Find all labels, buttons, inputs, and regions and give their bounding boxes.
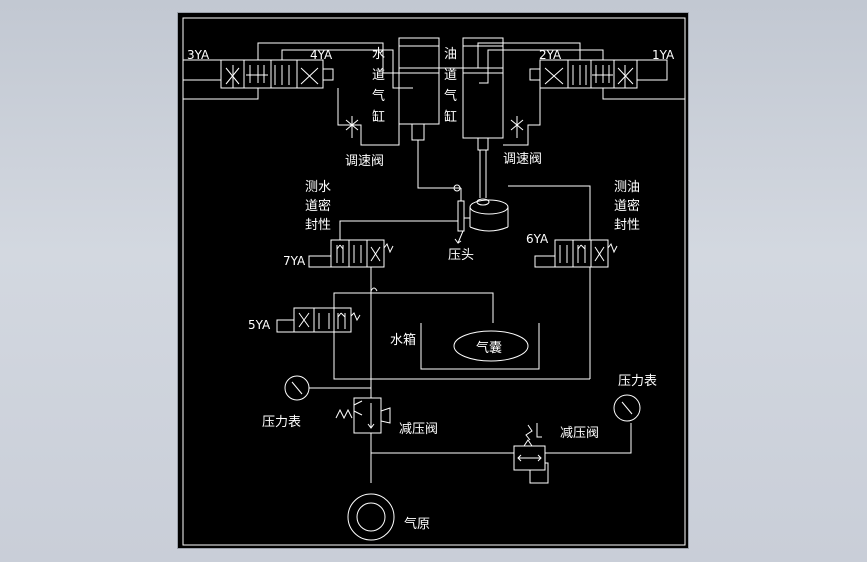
svg-text:缸: 缸 [444,109,457,125]
valve-3ya-4ya [182,42,413,100]
svg-text:封性: 封性 [614,218,640,233]
label-water-tank: 水箱 [390,332,416,348]
air-source [347,493,395,541]
svg-text:气: 气 [372,88,385,104]
speed-valve-right [503,88,541,146]
label-press-head: 压头 [448,248,474,263]
water-cylinder [398,37,461,192]
valve-6ya [508,185,618,379]
valve-2ya-1ya [439,42,685,100]
valve-5ya [276,292,590,380]
reducer-valve-right [513,423,549,484]
water-cyl-label: 水 道 气 缸 [372,47,385,125]
label-reducer-left: 减压阀 [399,422,438,437]
oil-cyl-label: 油 道 气 缸 [444,47,457,125]
label-gauge-left: 压力表 [262,415,301,430]
water-tank [420,323,540,370]
svg-text:道: 道 [444,68,457,83]
valve-7ya [308,220,458,278]
main-supply-line [370,278,632,483]
svg-text:油: 油 [444,47,457,62]
label-air-source: 气原 [404,516,430,532]
label-3ya: 3YA [187,48,210,62]
svg-text:道密: 道密 [305,198,331,214]
label-4ya: 4YA [310,48,333,62]
svg-text:封性: 封性 [305,218,331,233]
svg-text:道: 道 [372,68,385,83]
label-gauge-right: 压力表 [618,374,657,389]
svg-text:水: 水 [372,47,385,62]
svg-text:缸: 缸 [372,109,385,125]
drawing-frame [182,17,686,546]
svg-text:测水: 测水 [305,180,331,195]
reducer-valve-left [335,397,391,434]
svg-text:道密: 道密 [614,198,640,214]
pneumatic-schematic: 3YA 4YA 水 道 气 缸 调速阀 2YA 1YA [182,17,686,546]
pressure-gauge-left [284,375,371,401]
label-speed-valve-left: 调速阀 [345,154,384,169]
label-airbag: 气囊 [476,340,502,356]
label-6ya: 6YA [526,232,549,246]
speed-valve-left [337,88,400,146]
oil-cylinder [462,37,504,198]
press-head [454,188,509,244]
label-reducer-right: 减压阀 [560,426,599,441]
cad-viewport[interactable]: 3YA 4YA 水 道 气 缸 调速阀 2YA 1YA [177,12,689,549]
pressure-gauge-right [613,394,641,422]
label-2ya: 2YA [539,48,562,62]
label-5ya: 5YA [248,318,271,332]
test-water-label: 测水 道密 封性 [305,180,331,233]
label-1ya: 1YA [652,48,675,62]
label-speed-valve-right: 调速阀 [503,152,542,167]
test-oil-label: 测油 道密 封性 [614,180,640,233]
svg-text:测油: 测油 [614,180,640,195]
svg-text:气: 气 [444,88,457,104]
label-7ya: 7YA [283,254,306,268]
